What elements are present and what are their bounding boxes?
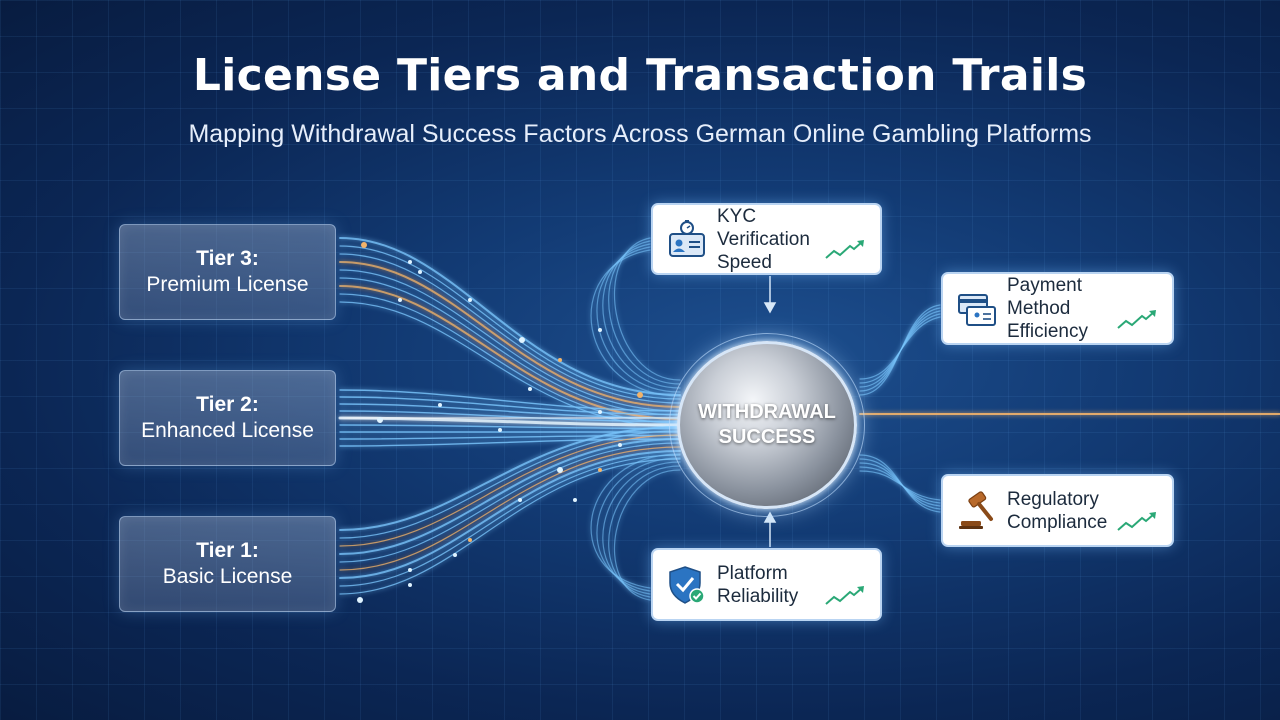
tier-3-flow-line xyxy=(339,285,681,420)
flow-particle xyxy=(519,337,525,343)
flow-particle xyxy=(398,298,402,302)
tier-1-flow-line xyxy=(339,458,681,595)
tier-2-flow-line xyxy=(339,389,681,412)
flow-particle xyxy=(528,387,532,391)
tier-1-flow-line xyxy=(339,430,681,539)
payment-flow-line xyxy=(859,316,941,380)
payment-cards-icon xyxy=(958,293,996,326)
tier-3-flow-line xyxy=(339,253,681,404)
flow-particle xyxy=(598,410,602,414)
tier-1-name: Tier 1: xyxy=(196,539,259,562)
kyc-flow-line xyxy=(602,243,681,389)
kyc-flow-line xyxy=(596,246,681,393)
flow-particle xyxy=(377,417,383,423)
tier-1-flow-line xyxy=(339,454,681,587)
tier-2-flow-line xyxy=(339,410,681,423)
tier-2-label: Enhanced License xyxy=(141,419,314,442)
platform-flow-line xyxy=(596,457,681,592)
flow-particle xyxy=(418,270,422,274)
gavel-icon xyxy=(959,490,993,529)
flow-particle xyxy=(468,298,472,302)
tier-3-flow-line xyxy=(339,261,681,408)
flow-particle xyxy=(468,538,472,542)
kyc-flow-line xyxy=(590,249,681,397)
tier-3-flow-line xyxy=(339,301,681,428)
flow-particle xyxy=(453,553,457,557)
flow-particle xyxy=(618,443,622,447)
platform-flow-line xyxy=(614,469,681,601)
flow-particle xyxy=(558,358,562,362)
tier-1-flow-line xyxy=(339,426,681,531)
trend-up-icon xyxy=(825,240,864,259)
flow-particle xyxy=(408,568,412,572)
flow-particle xyxy=(573,498,577,502)
payment-factor-label: Payment Method Efficiency xyxy=(1007,275,1088,342)
flow-particle xyxy=(408,260,412,264)
flow-particle xyxy=(408,583,412,587)
payment-flow-line xyxy=(859,307,941,392)
tier-3-flow-line xyxy=(339,269,681,412)
regulatory-flow-line xyxy=(859,470,941,501)
trend-up-icon xyxy=(1117,512,1156,531)
flow-particle xyxy=(361,242,367,248)
tier-1-flow-line xyxy=(339,450,681,579)
tier-2-name: Tier 2: xyxy=(196,393,259,416)
tier-3-name: Tier 3: xyxy=(196,247,259,270)
payment-flow-line xyxy=(859,310,941,388)
payment-flow-line xyxy=(859,313,941,384)
kyc-flow-line xyxy=(608,240,681,385)
flow-particle xyxy=(637,392,643,398)
page-title: License Tiers and Transaction Trails xyxy=(192,50,1088,101)
id-card-stopwatch-icon xyxy=(669,220,705,257)
flow-particle xyxy=(557,467,563,473)
trend-up-icon xyxy=(825,586,864,605)
tier-1-flow-line xyxy=(339,434,681,547)
tier-1-flow-line xyxy=(339,442,681,563)
tier-1-label: Basic License xyxy=(162,565,293,588)
tier-2-box: Tier 2: Enhanced License xyxy=(119,370,336,466)
flow-particle xyxy=(498,428,502,432)
shield-check-icon xyxy=(669,565,705,604)
withdrawal-success-hub: WITHDRAWAL SUCCESS xyxy=(677,341,857,509)
platform-factor-label: Platform Reliability xyxy=(717,562,799,607)
tier-3-label: Premium License xyxy=(146,273,309,296)
flow-particle xyxy=(357,597,363,603)
flow-particle xyxy=(518,498,522,502)
tier-3-flow-line xyxy=(339,237,681,396)
page-subtitle: Mapping Withdrawal Success Factors Acros… xyxy=(188,120,1092,148)
hub-ring xyxy=(669,333,865,517)
platform-flow-line xyxy=(608,465,681,598)
regulatory-factor-label: Regulatory Compliance xyxy=(1007,488,1108,533)
tier-3-flow-line xyxy=(339,277,681,416)
payment-factor-card: Payment Method Efficiency xyxy=(941,272,1174,345)
flow-particle xyxy=(438,403,442,407)
platform-flow-line xyxy=(590,453,681,589)
tier-3-box: Tier 3: Premium License xyxy=(119,224,336,320)
trend-up-icon xyxy=(1117,310,1156,329)
tier-2-flow-line xyxy=(339,396,681,416)
tier-1-box: Tier 1: Basic License xyxy=(119,516,336,612)
tier-2-flow-line xyxy=(339,424,681,430)
platform-factor-card: Platform Reliability xyxy=(651,548,882,621)
kyc-factor-card: KYC Verification Speed xyxy=(651,203,882,275)
platform-flow-line xyxy=(602,461,681,595)
flow-particle xyxy=(598,328,602,332)
hub-label: WITHDRAWAL SUCCESS xyxy=(698,401,836,448)
flow-particle xyxy=(598,468,602,472)
kyc-flow-line xyxy=(613,237,681,381)
kyc-factor-label: KYC Verification Speed xyxy=(717,205,810,273)
regulatory-factor-card: Regulatory Compliance xyxy=(941,474,1174,547)
tier-3-flow-line xyxy=(339,245,681,400)
tier-1-flow-line xyxy=(339,446,681,571)
